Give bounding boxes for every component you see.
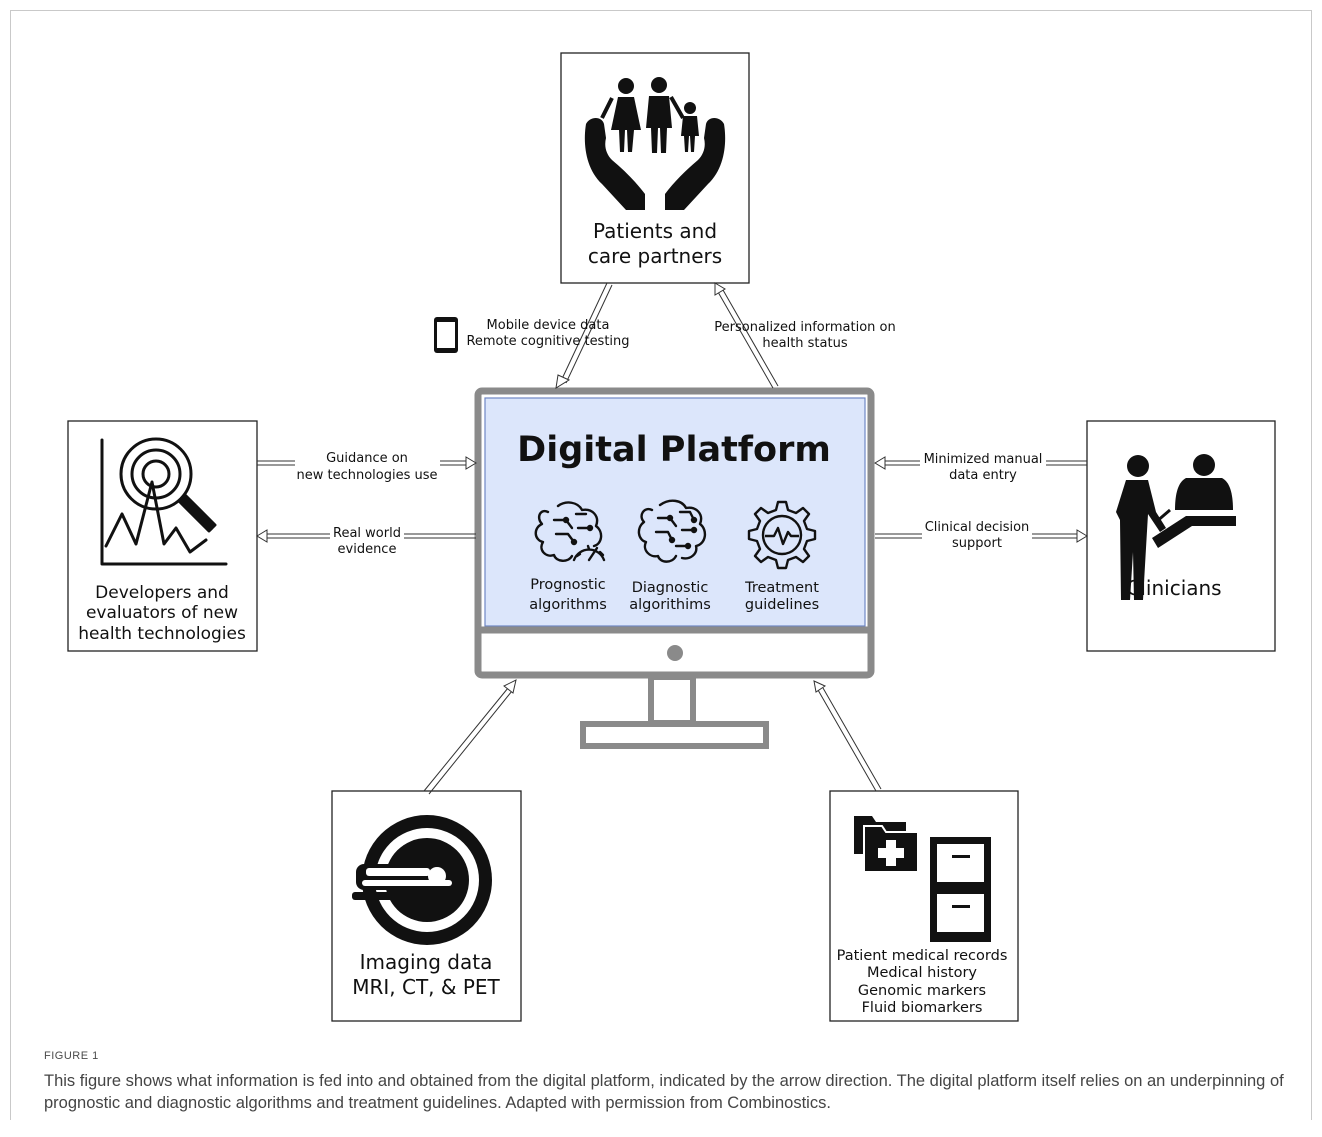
monitor-neck — [648, 674, 696, 726]
records-label-line3: Genomic markers — [858, 983, 986, 999]
arrow-manual — [874, 456, 1087, 470]
monitor-power-dot — [667, 645, 683, 661]
module-prognostic-line1: Prognostic — [530, 577, 606, 593]
smartphone-icon — [434, 317, 458, 353]
edge-decision-line1: Clinical decision — [925, 520, 1030, 535]
arrow-platform-to-patients — [714, 282, 779, 389]
edge-mobile-line2: Remote cognitive testing — [466, 334, 629, 349]
edge-decision-line2: support — [952, 536, 1002, 551]
brain-gauge-icon — [534, 501, 606, 562]
doctor-patient-icon — [1116, 454, 1236, 600]
arrow-records — [813, 680, 882, 792]
edge-personalized-line2: health status — [762, 336, 847, 351]
arrow-rwe — [256, 529, 476, 543]
clinicians-box — [1086, 420, 1276, 652]
brain-circuit-icon — [637, 499, 707, 563]
edge-rwe-line1: Real world — [333, 526, 401, 541]
records-label-line4: Fluid biomarkers — [862, 1000, 983, 1016]
arrow-decision — [875, 529, 1088, 543]
developers-label-line2: evaluators of new — [86, 603, 238, 623]
diagram: Digital Platform Prognostic algorithms D… — [67, 52, 1276, 1022]
gear-pulse-icon — [747, 500, 817, 570]
edge-rwe-line2: evidence — [338, 542, 397, 557]
arrow-patients-to-platform — [555, 282, 613, 389]
imaging-label-line2: MRI, CT, & PET — [352, 975, 500, 999]
arrow-imaging — [423, 679, 517, 795]
monitor-base — [580, 721, 769, 749]
arrow-guidance — [257, 456, 477, 470]
clinicians-label: Clinicians — [1126, 576, 1221, 600]
module-diagnostic-line2: algorithims — [629, 597, 711, 613]
figure-label: FIGURE 1 — [44, 1050, 99, 1062]
module-treatment-line2: guidelines — [745, 597, 819, 613]
edge-manual-line2: data entry — [949, 468, 1017, 483]
chart-magnifier-icon — [100, 437, 228, 566]
edge-guidance-line1: Guidance on — [326, 451, 408, 466]
figure-caption: This figure shows what information is fe… — [44, 1072, 1284, 1112]
frame-top-rule — [10, 10, 1312, 11]
frame-right-rule — [1311, 10, 1312, 1120]
patients-label-line2: care partners — [588, 244, 722, 268]
records-label-line1: Patient medical records — [837, 948, 1008, 964]
platform-title: Digital Platform — [517, 430, 831, 470]
module-treatment-line1: Treatment — [744, 580, 819, 596]
imaging-label-line1: Imaging data — [360, 950, 493, 974]
edge-manual-line1: Minimized manual — [924, 452, 1043, 467]
edge-personalized-line1: Personalized information on — [714, 320, 895, 335]
edge-mobile-line1: Mobile device data — [487, 318, 610, 333]
family-hands-icon — [584, 77, 726, 210]
folders-cabinet-icon — [854, 816, 991, 942]
developers-label-line3: health technologies — [78, 624, 246, 644]
mri-scanner-icon — [352, 815, 492, 945]
patients-label-line1: Patients and — [593, 219, 717, 243]
developers-label-line1: Developers and — [95, 583, 229, 603]
records-label-line2: Medical history — [867, 965, 977, 981]
edge-guidance-line2: new technologies use — [296, 468, 437, 483]
module-diagnostic-line1: Diagnostic — [632, 580, 709, 596]
frame-left-rule — [10, 10, 11, 1120]
module-prognostic-line2: algorithms — [529, 597, 607, 613]
